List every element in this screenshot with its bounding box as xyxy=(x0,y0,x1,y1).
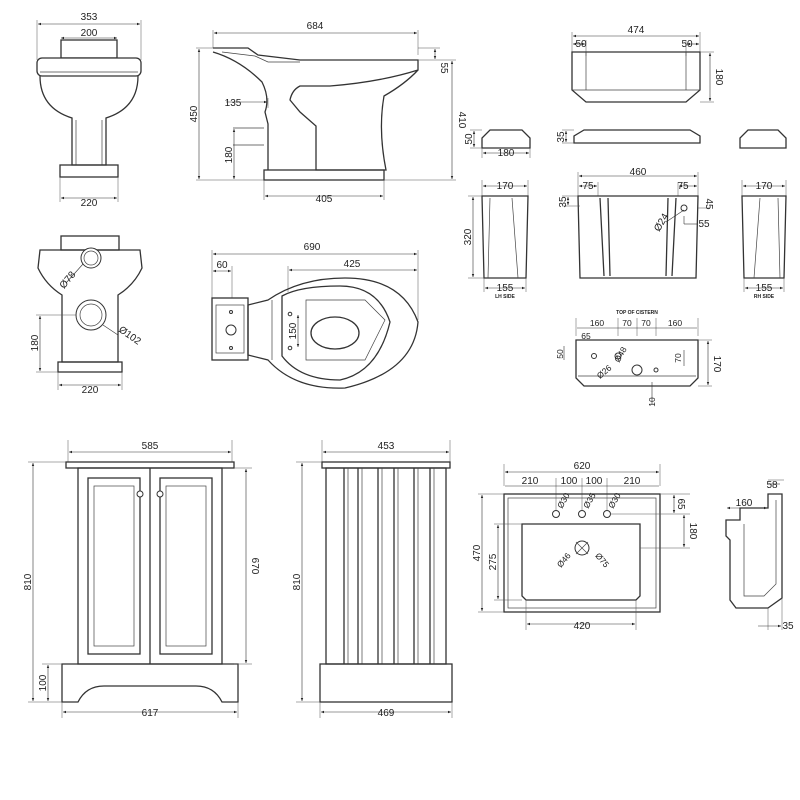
pan-rear-view: Ø78 Ø102 180 220 xyxy=(30,235,143,396)
vanity-front-door-height: 670 xyxy=(249,558,260,575)
vanity-front-base-width: 617 xyxy=(142,708,159,719)
vanity-side-base-depth: 469 xyxy=(378,708,395,719)
cistern-rh-caption: RH SIDE xyxy=(754,294,775,300)
lid-side-front-thickness: 35 xyxy=(556,131,567,143)
cistern-lh-caption: LH SIDE xyxy=(495,294,515,300)
basin-plan-width: 620 xyxy=(574,461,591,472)
cistern-top-10: 10 xyxy=(647,397,657,407)
pan-side-base-length: 405 xyxy=(316,194,333,205)
basin-plan-holes-to-waste: 180 xyxy=(687,523,698,540)
cistern-rh-bottom-depth: 155 xyxy=(756,283,773,294)
pan-side-view: 684 450 410 55 180 135 405 xyxy=(189,21,467,205)
cistern-lh-side-view: 170 320 155 LH SIDE xyxy=(463,180,529,300)
vanity-front-top-width: 585 xyxy=(142,441,159,452)
pan-side-height: 450 xyxy=(189,105,200,122)
pan-rear-outlet-height: 180 xyxy=(30,334,41,351)
basin-plan-bowl-width: 420 xyxy=(574,621,591,632)
lid-side-left-depth: 180 xyxy=(498,148,515,159)
lid-front-left-edge: 50 xyxy=(575,39,587,50)
cistern-lh-bottom-depth: 155 xyxy=(497,283,514,294)
pan-side-length: 684 xyxy=(307,21,324,32)
pan-plan-cistern-offset: 60 xyxy=(216,260,228,271)
cistern-front-width: 460 xyxy=(630,167,647,178)
lid-side-profiles: 50 180 35 xyxy=(464,129,787,159)
cistern-front-view: 460 75 75 35 Ø24 45 55 xyxy=(558,167,714,279)
basin-plan-bowl-depth: 275 xyxy=(488,553,499,570)
cistern-front-hole-dia: Ø24 xyxy=(652,211,671,233)
basin-plan-waste-1: Ø46 xyxy=(555,550,573,569)
cistern-front-left-inset: 75 xyxy=(582,181,594,192)
cistern-top-170: 170 xyxy=(711,356,722,373)
vanity-front-view: 585 810 100 670 617 xyxy=(23,440,260,719)
basin-side-depth: 160 xyxy=(736,498,753,509)
lid-front-right-edge: 50 xyxy=(681,39,693,50)
cistern-top-48: Ø48 xyxy=(612,345,629,364)
cistern-top-160b: 160 xyxy=(668,318,682,328)
vanity-front-plinth: 100 xyxy=(38,674,49,691)
pan-front-view: 353 200 220 xyxy=(36,12,142,209)
cistern-rh-top-depth: 170 xyxy=(756,181,773,192)
pan-rear-hole-bottom: Ø102 xyxy=(116,324,143,347)
pan-front-top-width: 353 xyxy=(81,12,98,23)
cistern-top-65: 65 xyxy=(581,331,591,341)
pan-side-rim-height: 410 xyxy=(456,112,467,129)
cistern-top-160a: 160 xyxy=(590,318,604,328)
lid-front-width: 474 xyxy=(628,25,645,36)
basin-plan-spacing-b: 100 xyxy=(586,476,603,487)
cistern-front-hole-55: 55 xyxy=(698,219,710,230)
basin-plan-spacing-a: 100 xyxy=(561,476,578,487)
cistern-front-top-gap: 35 xyxy=(558,196,569,208)
pan-plan-view: 690 60 425 150 xyxy=(211,242,419,389)
cistern-top-caption: TOP OF CISTERN xyxy=(616,310,658,316)
pan-plan-hinge-spacing: 150 xyxy=(288,322,299,339)
vanity-front-height: 810 xyxy=(23,573,34,590)
cistern-top-50: 50 xyxy=(555,349,565,359)
basin-plan-left-margin: 210 xyxy=(522,476,539,487)
cistern-top-view: TOP OF CISTERN 160 70 70 160 65 50 Ø48 Ø… xyxy=(555,310,722,407)
lid-front-height: 180 xyxy=(713,69,724,86)
cistern-front-right-inset: 75 xyxy=(677,181,689,192)
pan-side-rim-depth: 55 xyxy=(438,62,449,74)
vanity-side-view: 453 810 469 xyxy=(292,440,453,719)
vanity-side-height: 810 xyxy=(292,573,303,590)
lid-side-left-thickness: 50 xyxy=(464,133,475,145)
cistern-top-70b: 70 xyxy=(641,318,651,328)
cistern-rh-side-view: 170 155 RH SIDE xyxy=(741,180,787,300)
basin-plan-waste-2: Ø75 xyxy=(593,551,611,570)
basin-side-view: 58 160 35 xyxy=(725,479,794,632)
cistern-top-70a: 70 xyxy=(622,318,632,328)
basin-side-top: 58 xyxy=(766,480,778,491)
pan-plan-seat-length: 425 xyxy=(344,259,361,270)
pan-front-base-width: 220 xyxy=(81,198,98,209)
pan-side-outlet-offset: 135 xyxy=(225,98,242,109)
lid-front-view: 474 50 50 180 xyxy=(571,25,724,103)
cistern-top-26: Ø26 xyxy=(595,363,614,381)
cistern-lh-height: 320 xyxy=(463,228,474,245)
cistern-lh-top-depth: 170 xyxy=(497,181,514,192)
basin-plan-depth: 470 xyxy=(472,544,483,561)
pan-plan-length: 690 xyxy=(304,242,321,253)
basin-plan-view: 620 210 100 100 210 Ø30 Ø35 Ø30 Ø46 Ø75 … xyxy=(472,461,698,632)
cistern-top-70c: 70 xyxy=(673,353,683,363)
basin-side-bottom: 35 xyxy=(782,621,794,632)
pan-rear-base-width: 220 xyxy=(82,385,99,396)
pan-front-inner-width: 200 xyxy=(81,28,98,39)
vanity-side-top-depth: 453 xyxy=(378,441,395,452)
basin-plan-back-to-holes: 65 xyxy=(675,498,686,510)
basin-plan-right-margin: 210 xyxy=(624,476,641,487)
pan-side-outlet-height: 180 xyxy=(224,146,235,163)
cistern-front-hole-45: 45 xyxy=(703,198,714,210)
